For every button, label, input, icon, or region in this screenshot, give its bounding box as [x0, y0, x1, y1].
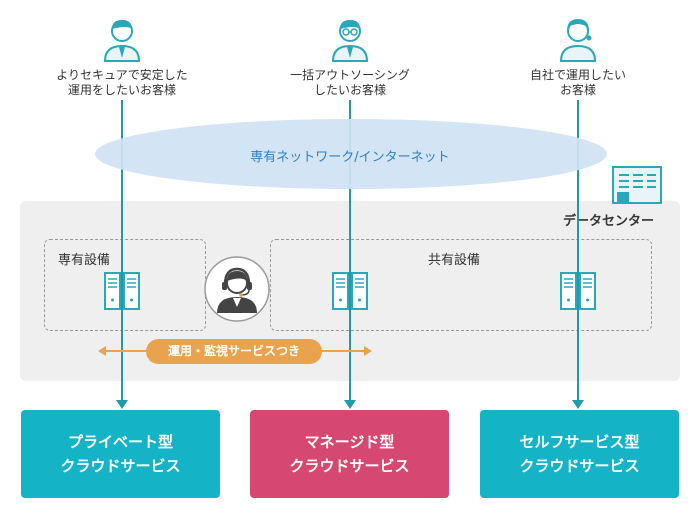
server-icon-dedicated: [104, 272, 140, 310]
service-line: クラウドサービス: [60, 457, 181, 475]
operations-monitoring-label: 運用・監視サービスつき: [146, 339, 322, 364]
datacenter-building-icon: [612, 166, 662, 204]
arrowhead-managed: [344, 400, 356, 409]
customer-headset-person-icon: [559, 19, 597, 62]
service-line: セルフサービス型: [519, 433, 640, 451]
server-icon-self: [560, 272, 596, 310]
customer-line: 運用をしたいお客様: [67, 83, 176, 97]
customer-line: 自社で運用したい: [529, 68, 626, 82]
self-service-cloud-box: セルフサービス型 クラウドサービス: [480, 410, 679, 498]
customer-line: したいお客様: [313, 83, 386, 97]
customer-line: 一括アウトソーシング: [290, 68, 410, 82]
service-line: マネージド型: [304, 433, 395, 451]
customer-line: よりセキュアで安定した: [56, 68, 188, 82]
datacenter-label: データセンター: [563, 214, 655, 229]
customer-text-secure: よりセキュアで安定した 運用をしたいお客様: [37, 68, 207, 98]
service-line: クラウドサービス: [289, 457, 410, 475]
customer-line: お客様: [559, 83, 596, 97]
shared-equipment-box: [270, 239, 652, 331]
private-cloud-box: プライベート型 クラウドサービス: [21, 410, 220, 498]
network-label: 専有ネットワーク/インターネット: [250, 150, 450, 165]
shared-equipment-label: 共有設備: [428, 253, 481, 268]
customer-text-self: 自社で運用したい お客様: [493, 68, 663, 98]
server-icon-managed: [332, 272, 368, 310]
customer-person-icon: [103, 20, 141, 62]
customer-text-outsourcing: 一括アウトソーシング したいお客様: [265, 68, 435, 98]
customer-glasses-person-icon: [331, 20, 369, 62]
managed-cloud-box: マネージド型 クラウドサービス: [250, 410, 449, 498]
network-ellipse: [95, 119, 607, 189]
arrowhead-self: [572, 400, 584, 409]
service-line: クラウドサービス: [519, 457, 640, 475]
service-line: プライベート型: [67, 433, 173, 451]
operator-headset-icon: [204, 256, 270, 322]
dedicated-equipment-label: 専有設備: [58, 253, 111, 268]
arrowhead-private: [116, 400, 128, 409]
